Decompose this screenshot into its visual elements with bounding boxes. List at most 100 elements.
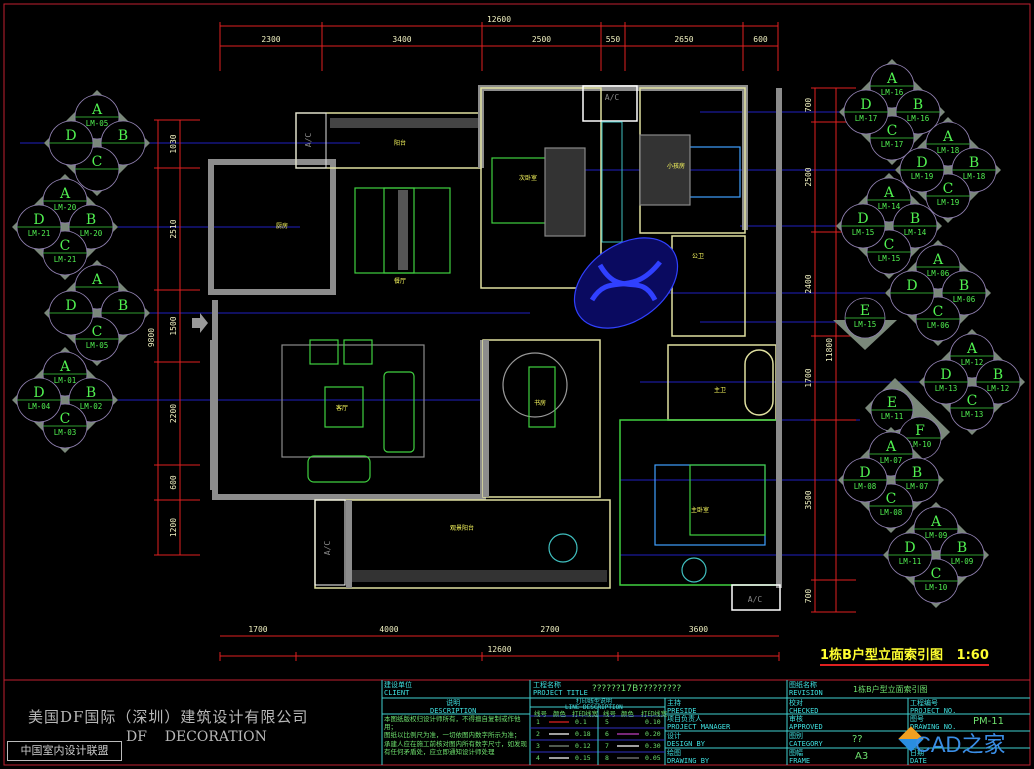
symbol-diamond [838,427,944,533]
symbol-ref: LM-12 [961,358,984,367]
date-en: DATE [910,757,927,765]
dimension-label: 2500 [804,167,813,186]
symbol-ref: LM-07 [906,482,929,491]
dimension-label: 4000 [379,625,398,634]
symbol-ref: LM-06 [953,295,976,304]
symbol-ref: LM-20 [80,229,103,238]
symbol-letter: D [859,465,870,481]
company-name-en: DF DECORATION [126,729,267,745]
entrance-arrow-icon [192,313,208,333]
symbol-letter: B [957,540,967,556]
dimension-label: 2400 [804,274,813,293]
dimension-lines [154,22,856,661]
symbol-letter: D [33,212,44,228]
dimension-label: 3400 [392,35,411,44]
line-width: 0.18 [575,730,591,738]
revision-cn: 图纸名称 [789,681,817,689]
dimension-label: 1700 [804,368,813,387]
room-label-master: 主卧室 [691,506,709,514]
symbol-letter: C [60,238,71,254]
description-line: 图纸以比例尺为准，一切依图内数字所示为准； [384,731,521,740]
design-cn: 设计 [667,732,681,740]
line-desc-en: LINE DESCRIPTION [565,704,623,711]
symbol-diamond [883,502,989,608]
symbol-letter: D [65,128,76,144]
description-notes: 本图纸版权归设计师所有，不得擅自复制或作他用；图纸以比例尺为准，一切依图内数字所… [384,715,529,756]
symbol-letter: A [930,514,942,530]
description-line: 本图纸版权归设计师所有，不得擅自复制或作他用； [384,715,521,732]
line-width: 0.15 [575,754,591,762]
symbol-diamond [885,240,991,346]
line-number: 5 [605,718,609,726]
symbol-letter: D [65,298,76,314]
ac-label: A/C [304,133,313,148]
symbol-ref: LM-05 [86,341,109,350]
symbol-letter: C [886,491,897,507]
symbol-ref: LM-07 [880,456,903,465]
symbol-diamond [44,90,150,196]
line-table-header: 线号 [534,710,547,718]
symbol-letter: C [92,324,103,340]
plan-title: 1栋B户型立面索引图 1:60 [820,644,989,666]
symbol-ref: LM-11 [881,412,904,421]
dimension-label: 1500 [169,316,178,335]
room-label-balcony-top: 阳台 [394,139,406,147]
symbol-letter: C [884,237,895,253]
symbol-ref: LM-05 [86,119,109,128]
description-line: 承建人应在施工前核对图内所有数字尺寸，如发现有任何矛盾处，应立即通知设计师处理 [384,739,527,756]
symbol-letter: A [59,186,71,202]
line-number: 1 [536,718,540,726]
ac-label: A/C [323,541,332,556]
symbol-letter: F [915,423,925,439]
symbol-ref: LM-06 [927,321,950,330]
revision-value: 1栋B户型立面索引图 [853,685,928,694]
symbol-letter: D [860,97,871,113]
revision-en: REVISION [789,689,823,697]
elevation-index-symbols: ALM-05BCDALM-20BLM-20CLM-21DLM-21ABCLM-0… [12,59,1025,608]
drawing-no-value: PM-11 [973,716,1004,727]
symbol-letter: A [91,102,103,118]
dimension-label: 550 [606,35,621,44]
project-title-en: PROJECT TITLE [533,689,588,697]
symbol-ref: LM-11 [899,557,922,566]
symbol-diamond [836,173,942,279]
checked-cn: 校对 [789,699,803,707]
dimension-label: 600 [169,475,178,490]
symbol-ref: LM-08 [880,508,903,517]
symbol-letter: B [118,128,128,144]
symbol-letter: A [932,252,944,268]
client-label-cn: 建设单位 [384,681,412,689]
watermark: CAD之家 [915,732,1006,757]
symbol-letter: A [886,71,898,87]
dimension-label: 2700 [540,625,559,634]
symbol-letter: C [943,181,954,197]
ac-label: A/C [605,93,620,102]
symbol-ref: LM-14 [904,228,927,237]
checked-en: CHECKED [789,707,819,715]
symbol-ref: LM-15 [878,254,901,263]
symbol-ref: LM-08 [854,482,877,491]
dimension-label: 2500 [532,35,551,44]
symbol-ref: LM-10 [909,440,932,449]
symbol-letter: C [92,154,103,170]
symbol-ref: LM-15 [854,320,877,329]
frame-cn: 图幅 [789,749,803,757]
symbol-ref: LM-13 [935,384,958,393]
symbol-ref: LM-01 [54,376,77,385]
symbol-ref: LM-15 [852,228,875,237]
drawing-frame [3,3,1031,766]
